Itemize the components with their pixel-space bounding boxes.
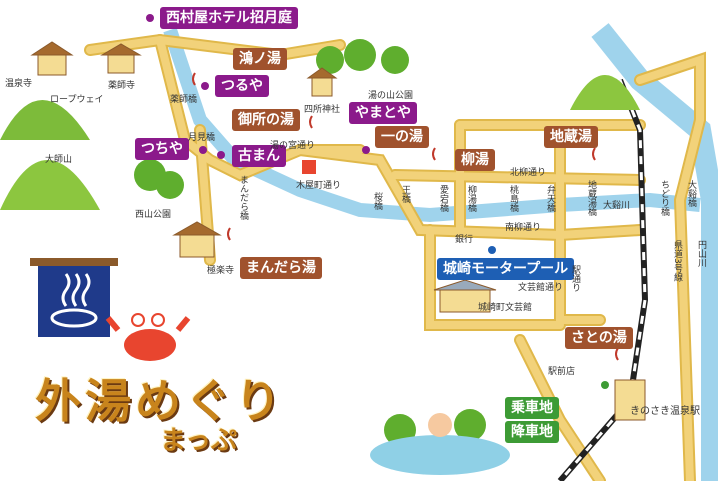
bridge-label: 地蔵湯橋 (586, 180, 596, 216)
station-store-label: 駅前店 (548, 367, 576, 377)
crab-icon (105, 313, 191, 361)
kiyamachidori-label: 木屋町通り (296, 181, 342, 191)
hotel-yamatoya[interactable]: やまとや (349, 102, 417, 124)
mandarabashi-label: まんだら橋 (238, 175, 248, 220)
alighting-label[interactable]: 降車地 (505, 421, 559, 443)
mountain-icon (0, 75, 640, 210)
daishiyama-label: 大師山 (45, 155, 73, 165)
bridge-label: 愛宕橋 (438, 185, 448, 212)
hotel-tsuchiya[interactable]: つちや (135, 138, 189, 160)
boarding-label[interactable]: 乗車地 (505, 397, 559, 419)
kitayanagidori-label: 北柳通り (510, 168, 547, 178)
museum-label: 城崎町文芸館 (478, 303, 533, 313)
bridge-label: 柳湯橋 (466, 185, 476, 212)
onsen-mark-icon (50, 273, 98, 328)
minamiyanagidori-label: 南柳通り (505, 223, 542, 233)
spa-satonoyu[interactable]: さとの湯 (565, 327, 633, 349)
spa-jizouyu[interactable]: 地蔵湯 (544, 126, 598, 148)
spa-mandarayu[interactable]: まんだら湯 (240, 257, 322, 279)
bunkakandori-label: 文芸館通り (518, 283, 564, 293)
tree-icon (134, 39, 486, 446)
kendou3-label: 県道3号線 (672, 240, 682, 282)
bridge-label: 桃島橋 (508, 185, 518, 212)
sakurabashi-label: 桜橋 (372, 192, 382, 210)
gokurakuji-label: 極楽寺 (207, 266, 235, 276)
yunoyama-park-label: 湯の山公園 (368, 91, 414, 101)
motor-pool-label[interactable]: 城崎モータープール (437, 258, 575, 280)
oisebashi-label: 大谿橋 (686, 180, 696, 207)
hotel-nishimuraya[interactable]: 西村屋ホテル招月庭 (160, 7, 298, 29)
maruyamagawa-label: 円山川 (696, 240, 706, 267)
ropeway-label: ロープウェイ (50, 95, 104, 105)
spa-goshonoyu[interactable]: 御所の湯 (232, 109, 300, 131)
yunomiyadori-label: 湯の宮通り (270, 141, 316, 151)
hotel-komann[interactable]: 古まん (232, 145, 286, 167)
hotel-dot (146, 14, 370, 159)
temple-icon (30, 41, 497, 313)
map-title: 外湯めぐり (35, 374, 285, 428)
otani-river (163, 27, 701, 223)
map-subtitle: まっぷ (160, 426, 237, 456)
bath-pool (370, 435, 510, 475)
otanigawa-label: 大谿川 (603, 201, 631, 211)
spa-yanagiyu[interactable]: 柳湯 (455, 149, 495, 171)
spa-kounoyu[interactable]: 鴻ノ湯 (233, 48, 287, 70)
station-icon (614, 379, 646, 421)
boarding-dot (601, 381, 609, 389)
nishiyama-park-label: 西山公園 (135, 210, 172, 220)
post-office-icon (302, 160, 316, 174)
yakushiji-label: 薬師寺 (108, 81, 136, 91)
ekidori-label: 駅通り (570, 265, 580, 292)
station-label: きのさき温泉駅 (630, 406, 700, 417)
spa-ichinoyu[interactable]: 一の湯 (375, 126, 429, 148)
bridge-label: ちどり橋 (659, 180, 669, 216)
hotel-tsuruya[interactable]: つるや (215, 75, 269, 97)
onsenji-label: 温泉寺 (5, 79, 33, 89)
oudanbashi-label: 王橋 (400, 185, 410, 203)
bather-figure (428, 413, 452, 437)
tsukimibashi-label: 月見橋 (188, 133, 216, 143)
shisho-jinja-label: 四所神社 (304, 105, 341, 115)
motor-pool-dot (488, 246, 496, 254)
bridge-label: 弁天橋 (545, 185, 555, 212)
bank-label: 銀行 (455, 235, 474, 245)
yakushibashi-label: 薬師橋 (170, 95, 198, 105)
